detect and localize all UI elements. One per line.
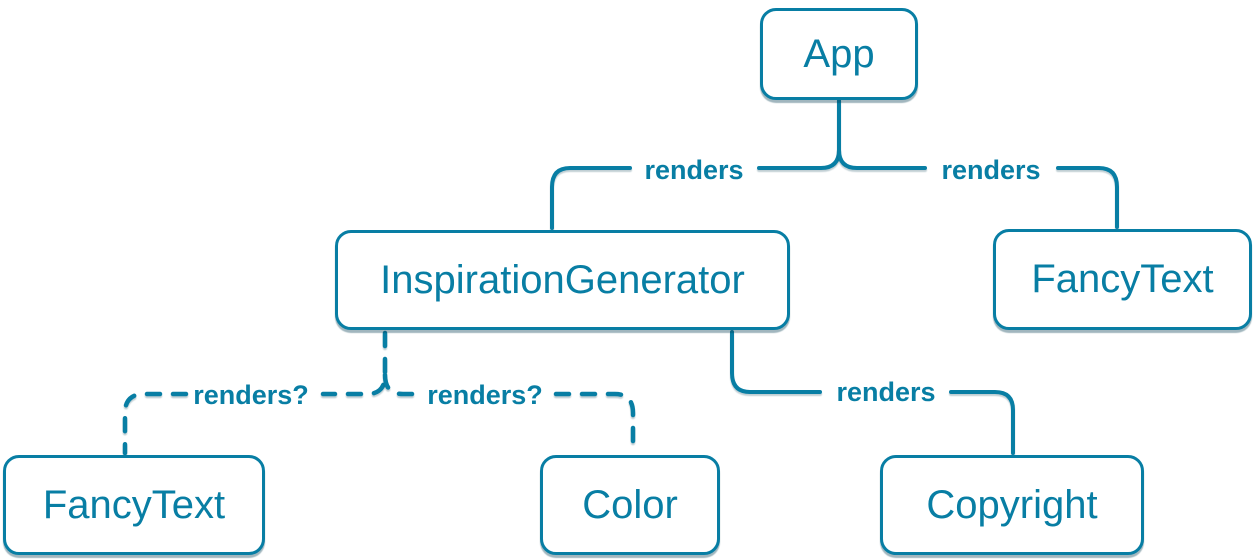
edge-inspiration-generator-to-fancy-text: renders? [122,330,388,456]
node-fancy-text-bottom-label: FancyText [42,482,226,527]
edge-segment [553,391,636,456]
edge-label-renders: renders [836,377,935,407]
edge-segment [550,166,632,230]
edge-label-renders: renders [941,155,1040,185]
edge-segment [757,98,841,170]
edge-segment [1056,166,1119,229]
edge-app-to-fancy-text: renders [837,148,1119,229]
node-inspiration-generator: InspirationGenerator [335,230,790,330]
edge-segment [949,390,1015,455]
edge-inspiration-generator-to-color: renders? [382,372,636,456]
node-copyright-label: Copyright [926,482,1098,527]
node-color: Color [540,455,720,555]
edge-label-renders: renders [644,155,743,185]
edge-segment [122,391,189,456]
edge-segment [320,330,388,397]
edge-label-renders-conditional: renders? [193,380,309,410]
edge-segment [730,330,822,394]
edge-app-to-inspiration-generator: renders [550,98,841,230]
node-app-label: App [803,31,875,76]
edge-segment [837,148,927,170]
node-fancy-text-bottom: FancyText [3,455,265,555]
node-app: App [760,8,918,100]
edge-inspiration-generator-to-copyright: renders [730,330,1015,455]
node-fancy-text-top-label: FancyText [1031,257,1214,301]
node-color-label: Color [582,482,678,527]
edge-label-renders-conditional: renders? [427,380,543,410]
node-inspiration-generator-label: InspirationGenerator [380,257,745,302]
edge-segment [382,372,417,397]
node-fancy-text-top: FancyText [993,229,1252,330]
node-copyright: Copyright [880,455,1144,555]
